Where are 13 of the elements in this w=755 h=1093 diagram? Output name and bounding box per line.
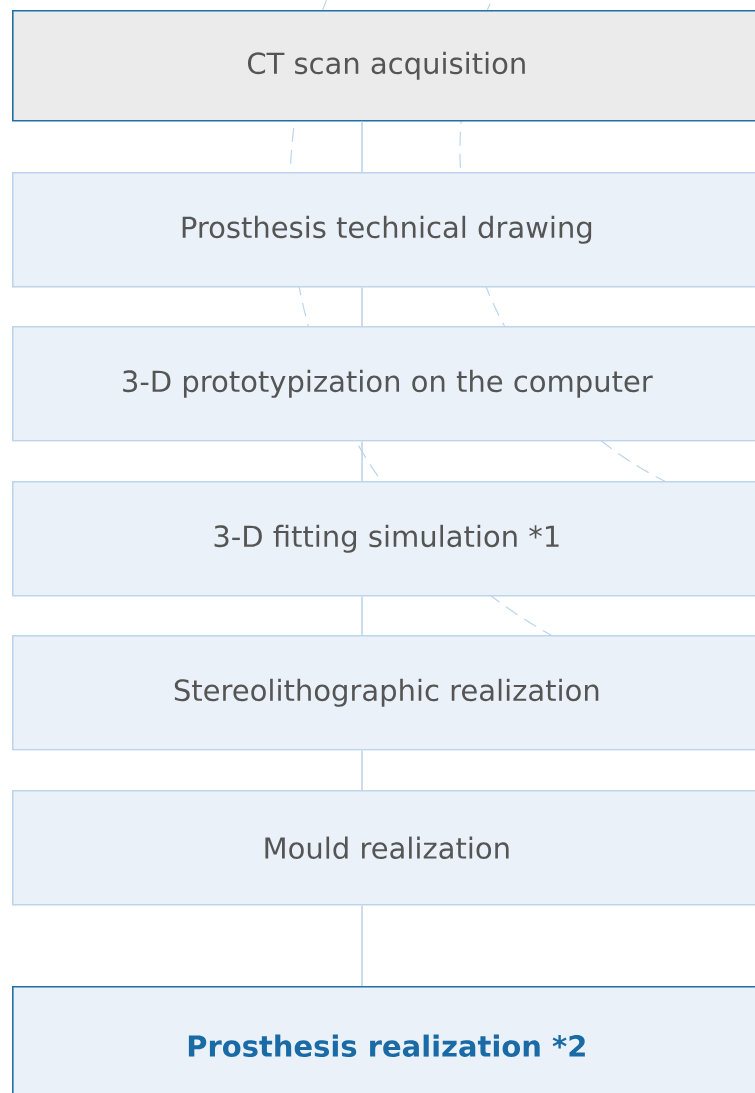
final-box: Prosthesis realization *2	[12, 986, 755, 1093]
connector-line	[361, 440, 363, 482]
process-box: Stereolithographic realization	[12, 635, 755, 751]
connector-line	[361, 904, 363, 987]
process-box: 3-D fitting simulation *1	[12, 481, 755, 597]
process-box: Mould realization	[12, 790, 755, 906]
connector-line	[361, 120, 363, 173]
process-box: 3-D prototypization on the computer	[12, 326, 755, 442]
connector-line	[361, 749, 363, 791]
connector-line	[361, 595, 363, 636]
process-box: CT scan acquisition	[12, 10, 755, 122]
process-box: Prosthesis technical drawing	[12, 172, 755, 288]
connector-line	[361, 286, 363, 327]
